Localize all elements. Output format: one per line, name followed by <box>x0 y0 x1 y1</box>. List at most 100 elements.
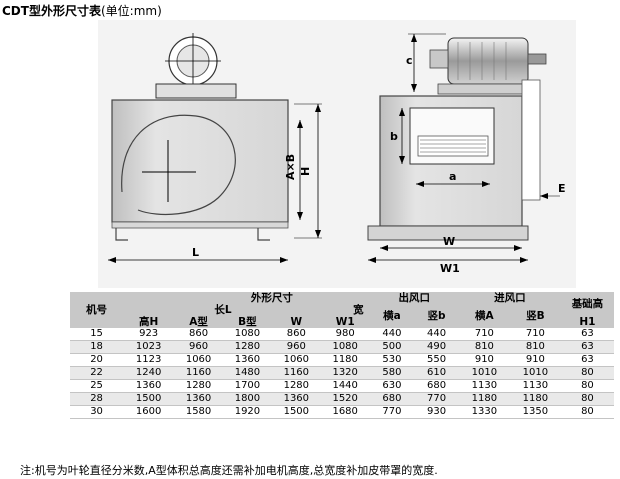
table-cell: 1160 <box>271 366 321 380</box>
th-w1: W1 <box>320 316 370 328</box>
table-cell: 1680 <box>320 405 370 419</box>
table-cell: 1360 <box>123 379 175 393</box>
table-cell: 1160 <box>174 366 223 380</box>
table-cell: 1180 <box>320 353 370 367</box>
table-cell: 860 <box>174 328 223 341</box>
table-cell: 1180 <box>458 392 510 406</box>
table-cell: 18 <box>70 340 124 354</box>
table-cell: 810 <box>509 340 561 354</box>
table-cell: 710 <box>458 328 510 341</box>
table-cell: 960 <box>174 340 223 354</box>
table-cell: 63 <box>560 340 614 354</box>
th-inlet-a: 横A <box>458 304 510 328</box>
table-cell: 20 <box>70 353 124 367</box>
label-w1: W1 <box>440 262 460 275</box>
table-cell: 770 <box>414 392 459 406</box>
table-cell: 1123 <box>123 353 175 367</box>
table-cell: 1280 <box>223 340 272 354</box>
table-cell: 490 <box>414 340 459 354</box>
table-cell: 500 <box>369 340 415 354</box>
table-cell: 1360 <box>223 353 272 367</box>
table-cell: 1130 <box>458 379 510 393</box>
table-cell: 22 <box>70 366 124 380</box>
table-cell: 440 <box>414 328 459 341</box>
label-l: L <box>192 246 199 259</box>
label-axb: A×B <box>284 154 297 180</box>
table-cell: 1360 <box>174 392 223 406</box>
table-cell: 1180 <box>509 392 561 406</box>
table-cell: 1320 <box>320 366 370 380</box>
table-cell: 580 <box>369 366 415 380</box>
footnote: 注:机号为叶轮直径分米数,A型体积总高度还需补加电机高度,总宽度补加皮带罩的宽度… <box>20 464 438 477</box>
table-cell: 923 <box>123 328 175 341</box>
table-cell: 63 <box>560 328 614 341</box>
table-cell: 980 <box>320 328 370 341</box>
fan-dimension-drawing: H A×B L <box>98 20 576 288</box>
table-cell: 1060 <box>174 353 223 367</box>
label-b: b <box>390 130 398 143</box>
volute-curve <box>121 114 236 216</box>
page-title: CDT型外形尺寸表(单位:mm) <box>2 2 162 19</box>
dimension-table: 机号 外形尺寸 出风口 进风口 基础高 长L 宽 横a 竖b 横A 竖B 高H … <box>70 292 614 419</box>
table-cell: 1060 <box>271 353 321 367</box>
table-cell: 710 <box>509 328 561 341</box>
table-cell: 810 <box>458 340 510 354</box>
table-cell: 530 <box>369 353 415 367</box>
th-base: 基础高 <box>560 292 614 316</box>
label-c: c <box>406 54 413 67</box>
table-cell: 680 <box>414 379 459 393</box>
table-cell: 1010 <box>509 366 561 380</box>
side-view: H A×B L <box>108 33 322 263</box>
table-cell: 860 <box>271 328 321 341</box>
table-cell: 550 <box>414 353 459 367</box>
table-cell: 1700 <box>223 379 272 393</box>
th-base-h1: H1 <box>560 316 614 328</box>
th-outlet-a: 横a <box>369 304 415 328</box>
table-cell: 30 <box>70 405 124 419</box>
th-a-type: A型 <box>174 316 223 328</box>
table-cell: 25 <box>70 379 124 393</box>
table-cell: 960 <box>271 340 321 354</box>
label-w: W <box>443 235 455 248</box>
table-cell: 28 <box>70 392 124 406</box>
table-cell: 610 <box>414 366 459 380</box>
title-unit: (单位:mm) <box>100 4 162 18</box>
th-height: 高H <box>123 316 175 328</box>
table-cell: 630 <box>369 379 415 393</box>
table-cell: 910 <box>509 353 561 367</box>
th-outer: 外形尺寸 <box>174 292 370 304</box>
table-cell: 1350 <box>509 405 561 419</box>
table-cell: 1280 <box>174 379 223 393</box>
table-cell: 1080 <box>223 328 272 341</box>
table-cell: 1023 <box>123 340 175 354</box>
table-cell: 63 <box>560 353 614 367</box>
table-cell: 80 <box>560 379 614 393</box>
table-cell: 440 <box>369 328 415 341</box>
table-cell: 1480 <box>223 366 272 380</box>
drawing-svg: H A×B L <box>98 20 576 288</box>
table-cell: 910 <box>458 353 510 367</box>
table-cell: 1010 <box>458 366 510 380</box>
belt-guard <box>521 79 541 201</box>
th-outlet-b: 竖b <box>414 304 459 328</box>
base-frame <box>367 225 529 241</box>
table-cell: 1520 <box>320 392 370 406</box>
th-b-type: B型 <box>223 316 272 328</box>
table-cell: 1600 <box>123 405 175 419</box>
table-cell: 1080 <box>320 340 370 354</box>
table-cell: 1800 <box>223 392 272 406</box>
th-w: W <box>271 316 321 328</box>
th-inlet: 进风口 <box>458 292 561 304</box>
th-model: 机号 <box>70 292 124 328</box>
table-cell: 80 <box>560 392 614 406</box>
motor-base <box>155 83 237 99</box>
table-cell: 1580 <box>174 405 223 419</box>
table-cell: 1500 <box>271 405 321 419</box>
table-cell: 1130 <box>509 379 561 393</box>
table-cell: 1330 <box>458 405 510 419</box>
